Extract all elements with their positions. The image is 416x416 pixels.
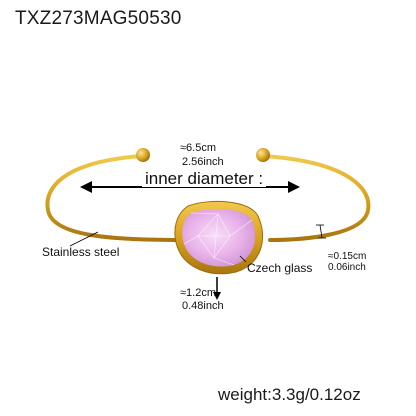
czech-glass-stone — [182, 208, 256, 267]
left-end-ball — [136, 148, 150, 162]
steel-leader — [69, 231, 99, 247]
inner-diameter-label: inner diameter : — [142, 170, 267, 187]
inner-diameter-inch: 2.56inch — [182, 156, 224, 168]
stone-size-arrow — [213, 292, 221, 300]
diameter-arrow-left — [80, 181, 92, 193]
band-material-label: Stainless steel — [42, 245, 120, 259]
bangle-band — [45, 154, 184, 242]
product-weight: weight:3.3g/0.12oz — [218, 385, 361, 404]
stone-facets — [183, 212, 253, 266]
wire-thickness-cm: ≈0.15cm — [328, 251, 367, 262]
stone-size-inch: 0.48inch — [182, 300, 224, 312]
product-sku: TXZ273MAG50530 — [15, 8, 182, 29]
glass-leader — [239, 255, 247, 263]
stone-size-cm: ≈1.2cm — [180, 287, 216, 299]
wire-thickness-marker — [319, 224, 323, 239]
stone-material-label: Czech glass — [247, 261, 313, 275]
bangle-band-right — [262, 154, 371, 242]
wire-thickness-inch: 0.06inch — [328, 262, 366, 273]
diameter-arrow-right — [288, 181, 300, 193]
right-end-ball — [256, 148, 270, 162]
inner-diameter-cm: ≈6.5cm — [180, 142, 216, 154]
